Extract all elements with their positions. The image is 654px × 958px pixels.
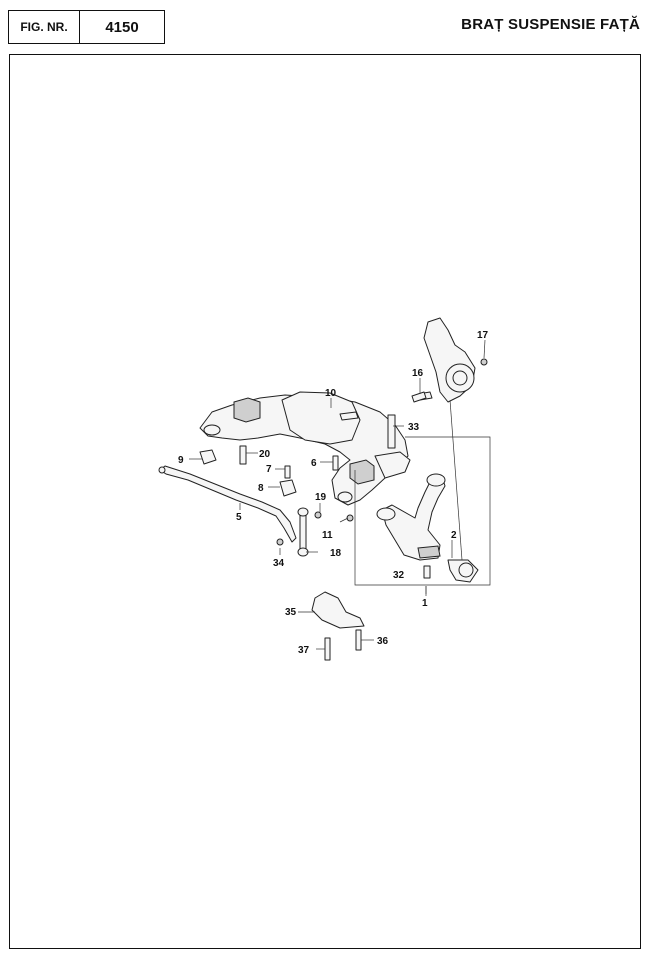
callout-2: 2 xyxy=(451,530,457,541)
callout-17: 17 xyxy=(477,330,489,341)
callout-32: 32 xyxy=(393,570,405,581)
ball-joint-part xyxy=(447,399,479,583)
callout-20: 20 xyxy=(259,449,271,460)
callout-5: 5 xyxy=(236,512,242,523)
stabilizer-link-part xyxy=(297,507,309,557)
bushing-part-8 xyxy=(279,479,297,497)
shield-bracket-part xyxy=(311,591,365,629)
page-title: BRAȚ SUSPENSIE FAȚĂ xyxy=(461,16,640,33)
bushing-part-9 xyxy=(199,449,217,465)
callout-35: 35 xyxy=(285,607,297,618)
callout-6: 6 xyxy=(311,458,317,469)
callout-9: 9 xyxy=(178,455,184,466)
callout-19: 19 xyxy=(315,492,327,503)
diagram-frame xyxy=(9,54,641,949)
callout-8: 8 xyxy=(258,483,264,494)
callout-33: 33 xyxy=(408,422,420,433)
bolt-parts xyxy=(239,391,431,661)
callout-10: 10 xyxy=(325,388,337,399)
callout-7: 7 xyxy=(266,464,272,475)
callout-11: 11 xyxy=(322,530,333,541)
callout-34: 34 xyxy=(273,558,285,569)
steering-knuckle-part xyxy=(417,317,488,403)
lower-control-arm-group xyxy=(354,436,491,586)
leader-lines xyxy=(189,339,486,650)
fig-number: 4150 xyxy=(79,10,165,44)
stabilizer-bar-part xyxy=(158,465,297,543)
callout-18: 18 xyxy=(330,548,342,559)
callout-37: 37 xyxy=(298,645,310,656)
callout-1: 1 xyxy=(422,598,428,609)
subframe-part xyxy=(199,391,411,506)
callout-16: 16 xyxy=(412,368,424,379)
callout-36: 36 xyxy=(377,636,389,647)
